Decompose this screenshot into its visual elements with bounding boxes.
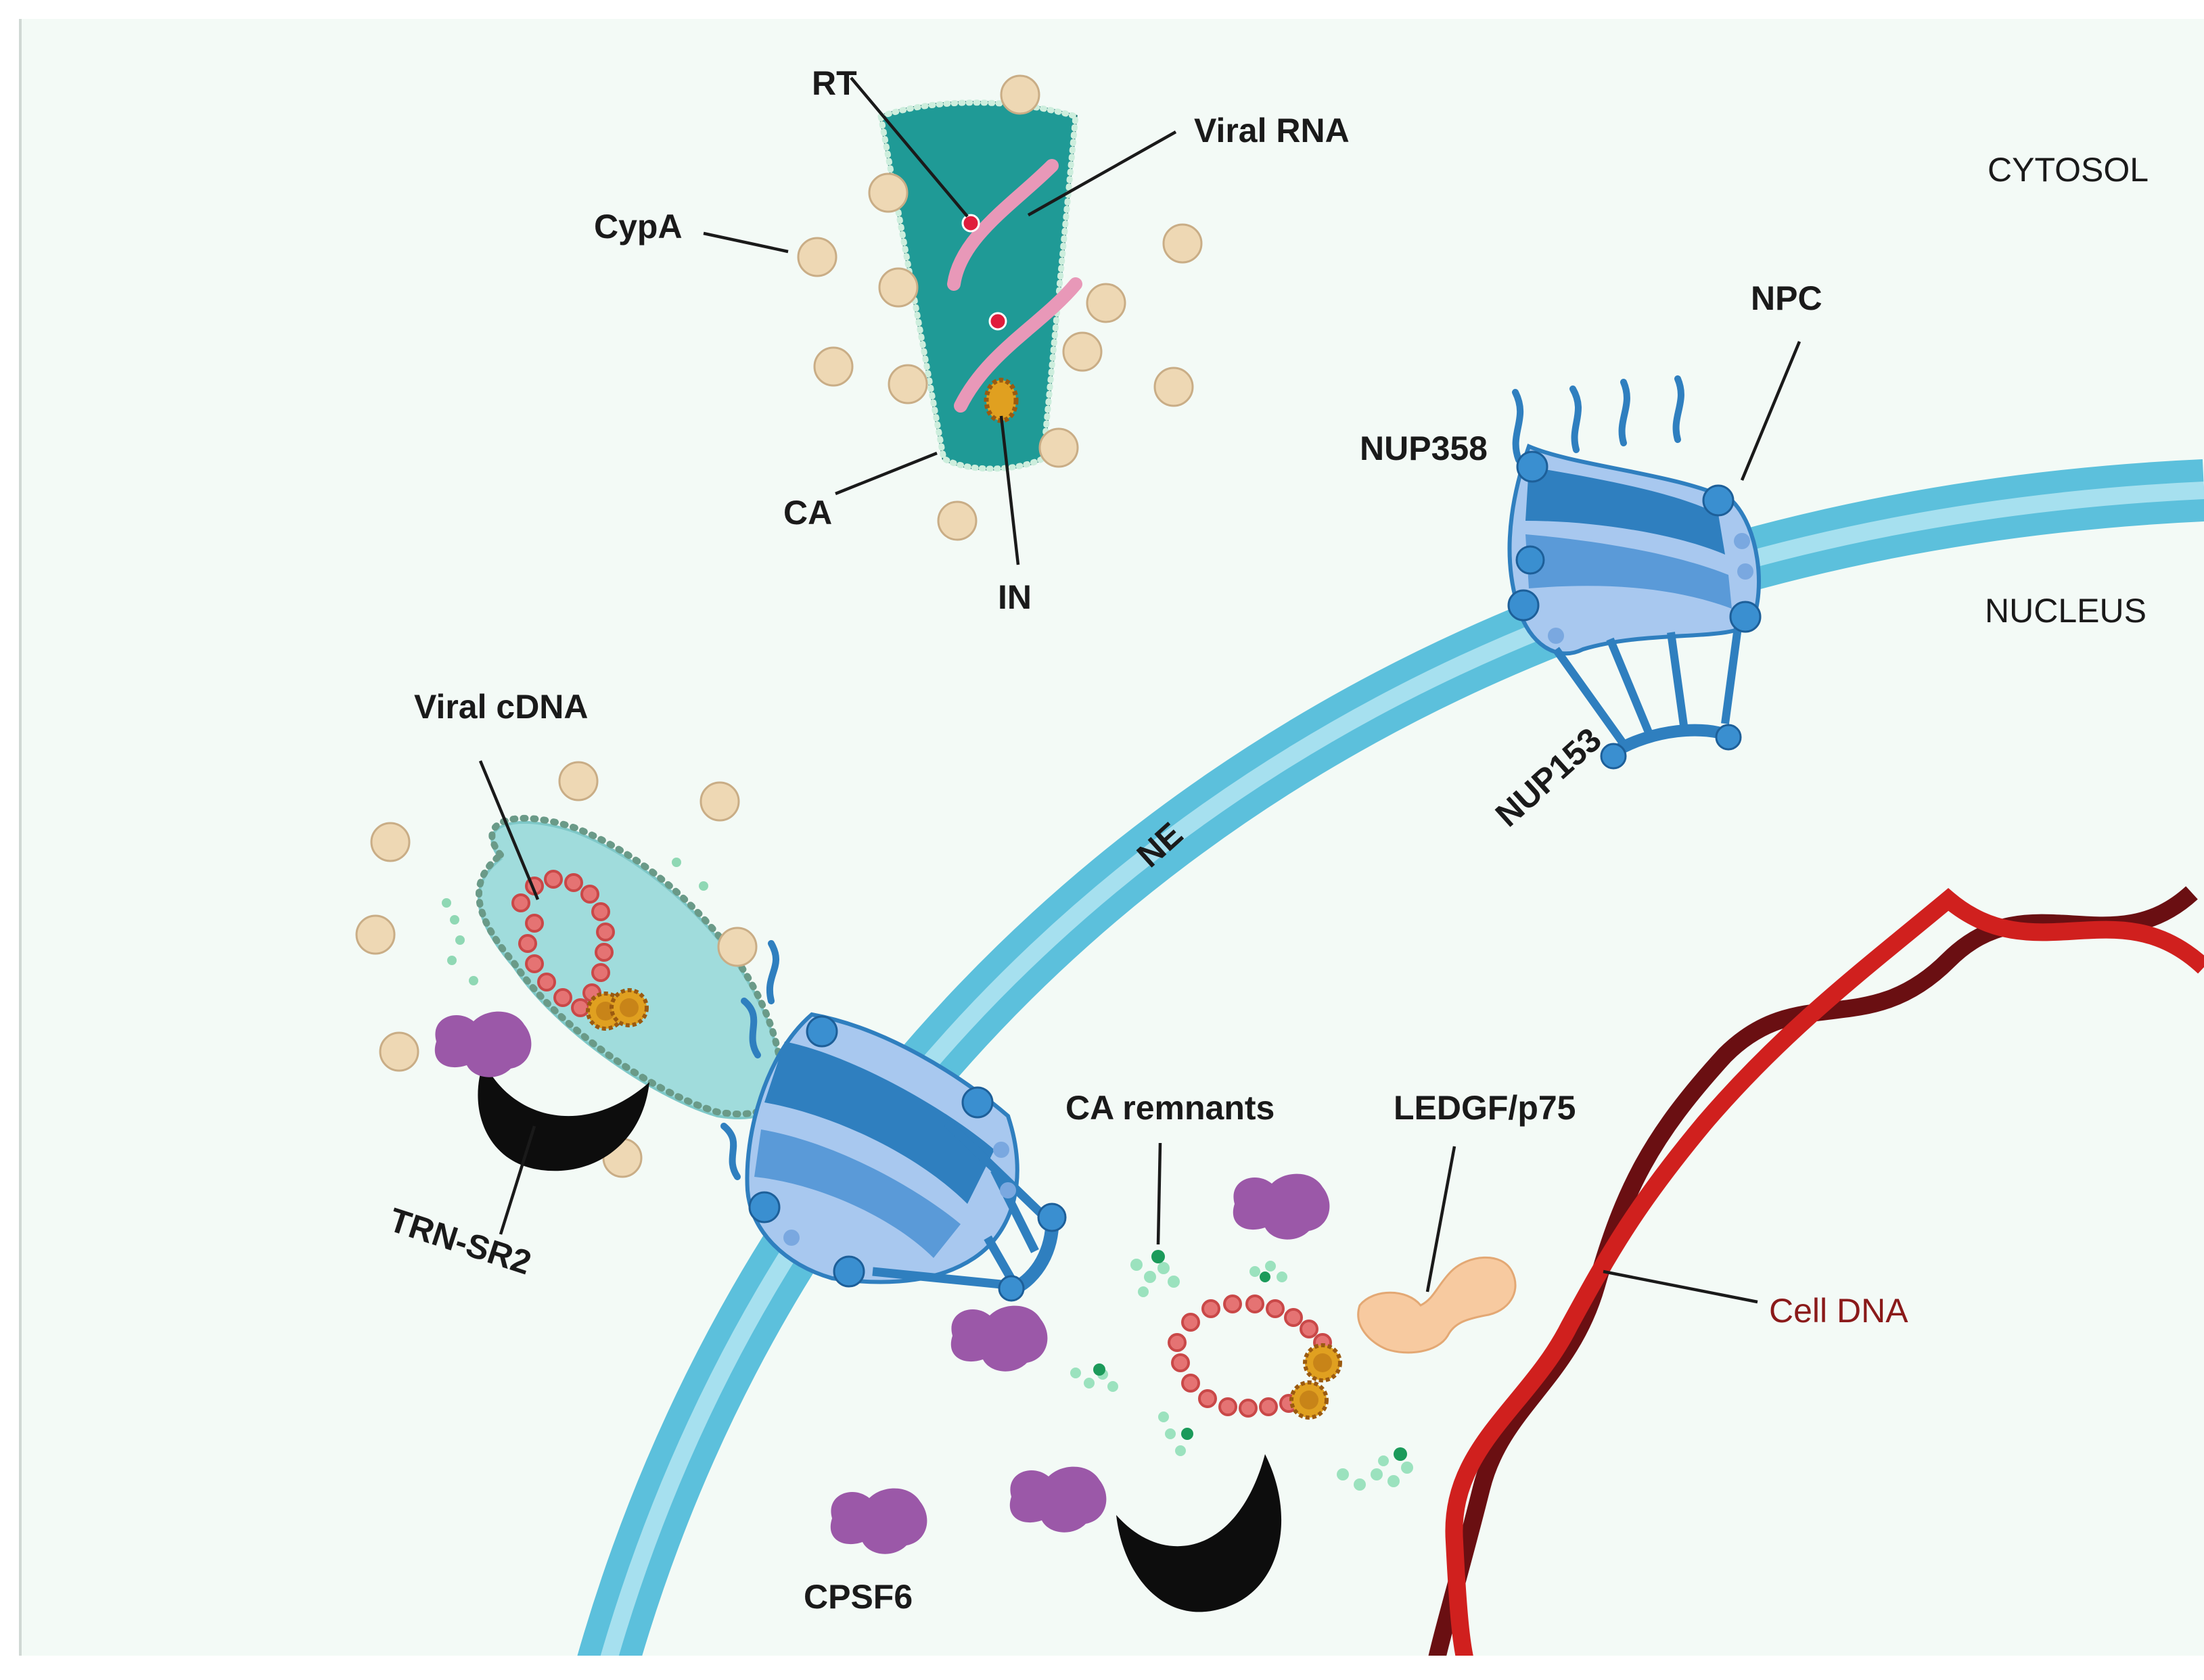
label-npc: NPC (1751, 279, 1822, 317)
label-ca: CA (783, 494, 832, 532)
label-cytosol: CYTOSOL (1988, 151, 2149, 189)
label-ca-remnants: CA remnants (1065, 1089, 1275, 1127)
capsid-top (877, 99, 1082, 472)
label-nucleus: NUCLEUS (1985, 592, 2146, 630)
label-cell-dna: Cell DNA (1769, 1292, 1908, 1330)
npc-lower (720, 940, 1067, 1302)
label-rt: RT (812, 64, 857, 102)
label-cypa: CypA (594, 208, 683, 246)
label-nup358: NUP358 (1360, 429, 1488, 467)
viral-cdna-nucleus (1168, 1294, 1332, 1418)
ca-remnant-particles (1070, 1250, 1413, 1491)
viral-cdna-loop (511, 870, 615, 1017)
rt-enzyme-2 (988, 312, 1007, 331)
cell-dna-helix (1428, 886, 2204, 1656)
label-in: IN (998, 578, 1032, 616)
nuclear-envelope-lumen (600, 482, 2204, 1656)
npc-top (1507, 375, 1762, 770)
integrase-dimer-docking (588, 990, 647, 1029)
trn-sr2-nucleus (1116, 1454, 1282, 1612)
label-cpsf6: CPSF6 (804, 1578, 913, 1616)
capsid-ca-lattice (877, 99, 1079, 472)
ledgf-protein (1357, 1256, 1517, 1354)
label-viral-rna: Viral RNA (1194, 112, 1350, 149)
viral-rna-strand-2 (954, 277, 1082, 413)
label-ledgf: LEDGF/p75 (1394, 1089, 1576, 1127)
rt-enzyme (961, 214, 980, 233)
frame-background (20, 19, 2204, 1656)
trn-sr2-docking (478, 1062, 649, 1171)
ca-remnants-docking (442, 858, 708, 985)
leader-lines (478, 76, 1801, 1304)
integrase-top (984, 377, 1019, 423)
label-viral-cdna: Viral cDNA (414, 688, 589, 726)
viral-rna-strand-1 (947, 159, 1059, 291)
